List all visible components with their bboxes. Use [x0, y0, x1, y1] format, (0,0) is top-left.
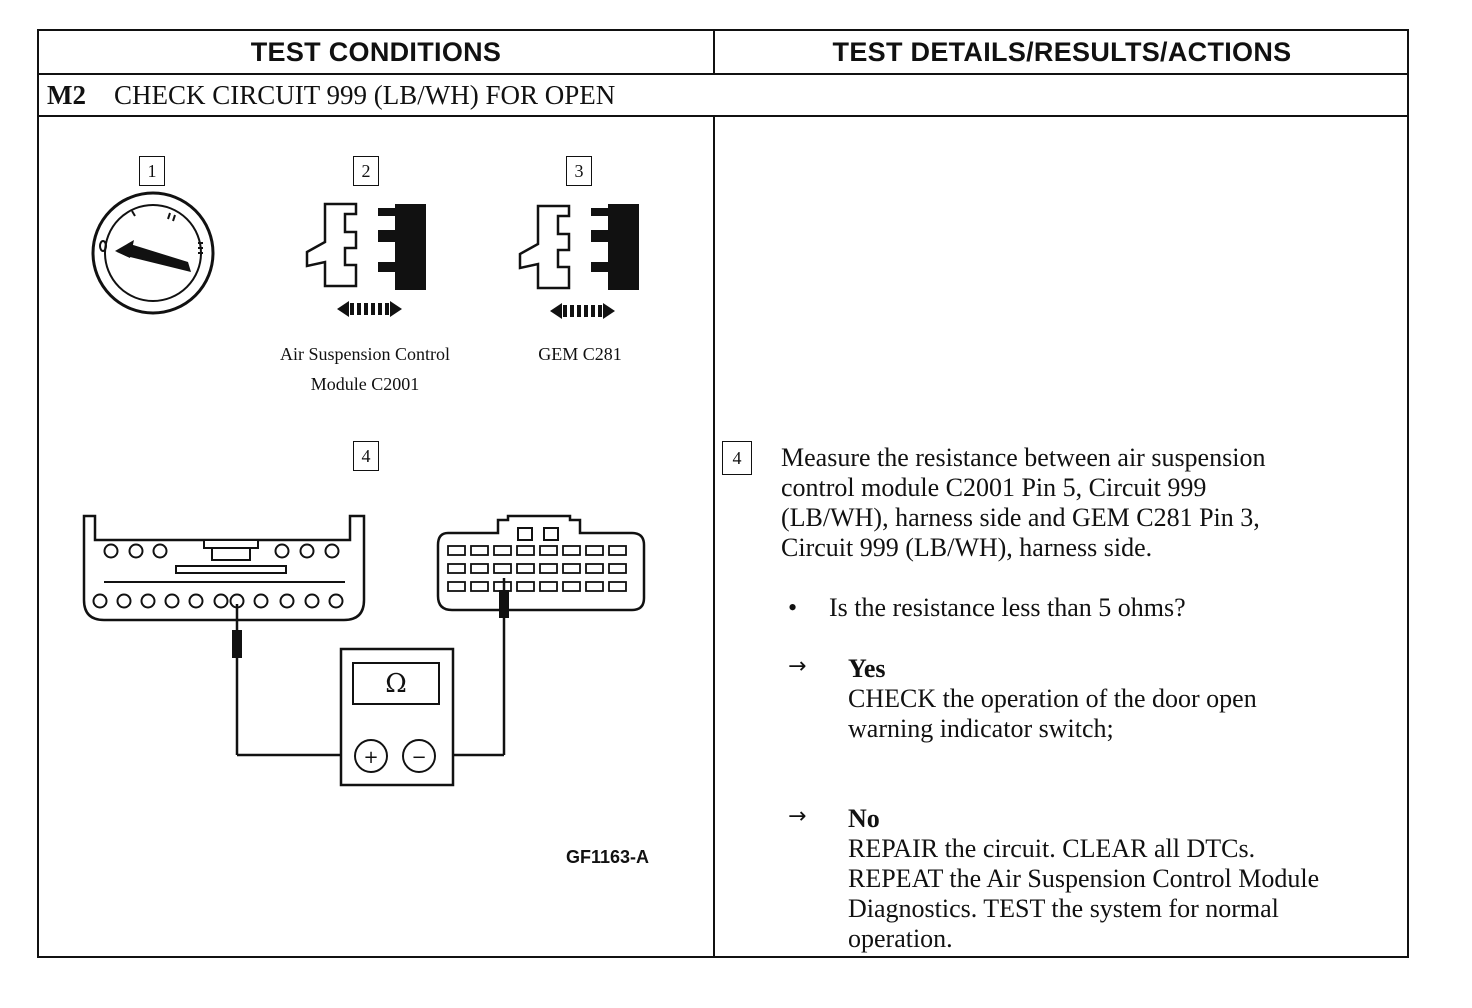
instruction-line: control module C2001 Pin 5, Circuit 999 — [781, 473, 1207, 502]
ignition-switch-icon — [91, 191, 215, 315]
yes-action-line: CHECK the operation of the door open — [848, 684, 1257, 713]
detail-step-number: 4 — [722, 441, 752, 475]
no-arrow-icon: → — [788, 804, 807, 829]
instruction-line: (LB/WH), harness side and GEM C281 Pin 3… — [781, 503, 1260, 532]
question-bullet: • — [788, 593, 798, 622]
gem-pin — [493, 581, 512, 592]
yes-action-line: warning indicator switch; — [848, 714, 1114, 743]
meter-minus-terminal: − — [411, 747, 426, 768]
callout-1: 1 — [139, 156, 165, 186]
callout-2: 2 — [353, 156, 379, 186]
module-c2001-connector — [82, 514, 366, 622]
no-action-line: REPAIR the circuit. CLEAR all DTCs. — [848, 834, 1256, 863]
header-test-details: TEST DETAILS/RESULTS/ACTIONS — [832, 36, 1292, 67]
gem-pin — [608, 545, 627, 556]
gem-pin — [447, 581, 466, 592]
no-label: No — [848, 804, 880, 833]
gem-c281-connector — [436, 514, 646, 612]
gem-pin — [539, 545, 558, 556]
no-action-line: Diagnostics. TEST the system for normal — [848, 894, 1279, 923]
gem-pin — [585, 545, 604, 556]
instruction-line: Circuit 999 (LB/WH), harness side. — [781, 533, 1153, 562]
yes-result: Yes CHECK the operation of the door open… — [848, 654, 1388, 744]
header-rule — [39, 73, 1407, 75]
gem-pin — [447, 545, 466, 556]
gem-pin — [516, 581, 535, 592]
meter-plus-terminal: + — [363, 747, 378, 768]
column-divider — [713, 117, 715, 956]
gem-pin — [562, 563, 581, 574]
gem-pin — [608, 563, 627, 574]
gem-pin — [585, 563, 604, 574]
label-line: Air Suspension Control — [279, 344, 450, 364]
gem-pin — [470, 581, 489, 592]
gem-pin-grid — [447, 545, 627, 592]
gem-pin — [516, 563, 535, 574]
gem-pin — [562, 545, 581, 556]
meter-ohm-symbol: Ω — [385, 669, 407, 699]
callout-4: 4 — [353, 441, 379, 471]
step-title-row: M2 CHECK CIRCUIT 999 (LB/WH) FOR OPEN — [47, 75, 615, 115]
no-result: No REPAIR the circuit. CLEAR all DTCs. R… — [848, 804, 1393, 954]
gem-pin — [585, 581, 604, 592]
connector-disconnect-icon — [305, 202, 426, 317]
gem-pin — [539, 581, 558, 592]
gem-pin — [493, 563, 512, 574]
no-action-line: operation. — [848, 924, 953, 953]
gem-pin — [470, 545, 489, 556]
gem-pin — [562, 581, 581, 592]
gem-pin — [447, 563, 466, 574]
yes-label: Yes — [848, 654, 886, 683]
header-divider — [713, 31, 715, 73]
no-action-line: REPEAT the Air Suspension Control Module — [848, 864, 1320, 893]
header-test-conditions: TEST CONDITIONS — [250, 36, 502, 67]
instruction-line: Measure the resistance between air suspe… — [781, 443, 1266, 472]
gem-pin — [539, 563, 558, 574]
gem-pin — [516, 545, 535, 556]
gem-pin — [608, 581, 627, 592]
resistance-question: Is the resistance less than 5 ohms? — [829, 593, 1186, 622]
label-air-suspension-module: Air Suspension Control Module C2001 — [250, 339, 480, 399]
step-title: CHECK CIRCUIT 999 (LB/WH) FOR OPEN — [113, 79, 616, 110]
callout-3: 3 — [566, 156, 592, 186]
measure-instruction: Measure the resistance between air suspe… — [781, 443, 1381, 563]
connector-disconnect-icon — [518, 204, 639, 319]
yes-arrow-icon: → — [788, 654, 807, 679]
gem-pin — [470, 563, 489, 574]
gem-pin — [493, 545, 512, 556]
label-line: Module C2001 — [310, 374, 420, 394]
test-sheet: TEST CONDITIONS TEST DETAILS/RESULTS/ACT… — [37, 29, 1409, 958]
figure-code: GF1163-A — [566, 847, 650, 867]
step-code: M2 — [47, 79, 86, 110]
label-gem-c281: GEM C281 — [538, 344, 622, 364]
ohmmeter-icon: Ω + − — [339, 647, 455, 787]
title-rule — [39, 115, 1407, 117]
